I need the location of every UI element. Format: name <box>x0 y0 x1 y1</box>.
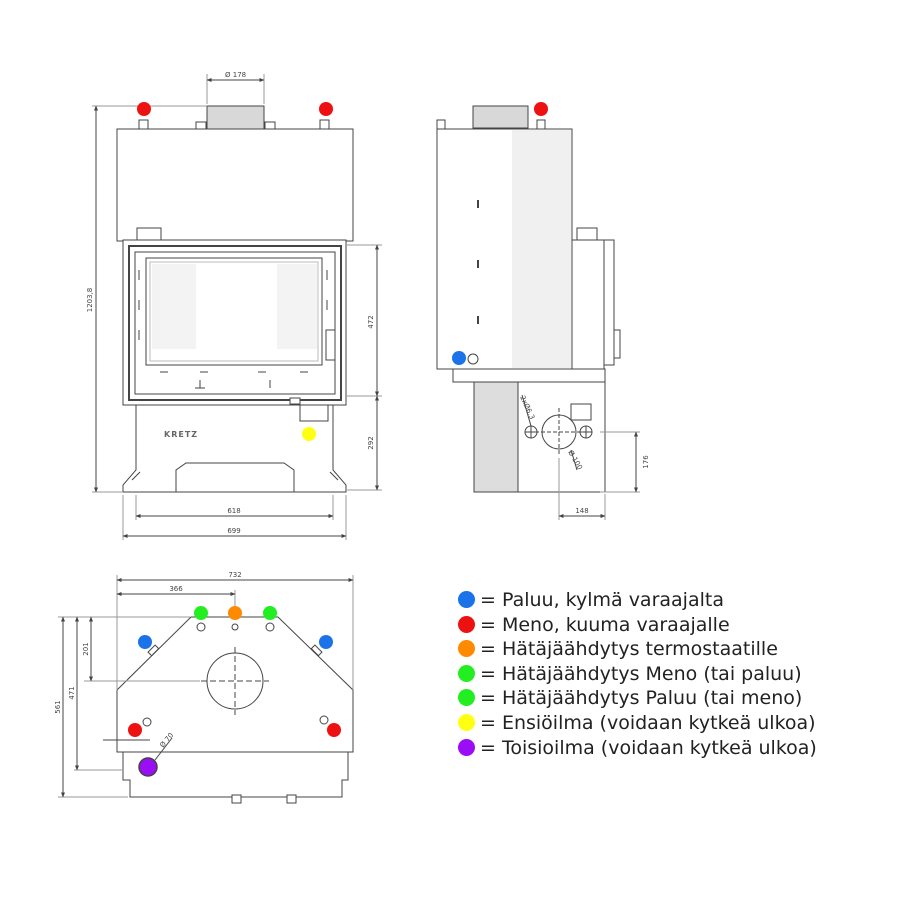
dim-flue-diameter: Ø 178 <box>225 71 246 79</box>
marker-hatajaahdytys-meno-top <box>194 606 208 620</box>
legend-text: = Hätäjäähdytys Meno (tai paluu) <box>480 662 802 685</box>
dim-depth-a: 201 <box>82 642 90 655</box>
dim-inner-width: 618 <box>227 507 240 515</box>
dim-total-width: 732 <box>228 571 241 579</box>
front-view <box>92 74 382 540</box>
marker-ensioilma-front <box>302 427 316 441</box>
heat-exchanger-box <box>116 128 354 242</box>
legend-text: = Ensiöilma (voidaan kytkeä ulkoa) <box>480 711 816 734</box>
marker-meno-front-right <box>319 102 333 116</box>
marker-hatajaahdytys-termostaatti-top <box>228 606 242 620</box>
legend-dot-blue <box>458 591 475 608</box>
dim-total-height: 1203,8 <box>86 288 94 313</box>
door-handle <box>325 329 336 361</box>
legend-dot-orange <box>458 640 475 658</box>
brand-logo: KRETZ <box>164 430 198 439</box>
legend-text: = Paluu, kylmä varaajalta <box>480 589 724 611</box>
legend-text: = Toisioilma (voidaan kytkeä ulkoa) <box>480 736 817 759</box>
marker-meno-front-left <box>137 102 151 116</box>
dim-depth-b: 471 <box>68 686 76 699</box>
legend-dot-red <box>458 615 475 633</box>
side-front-panel <box>571 239 605 381</box>
dim-outer-width: 699 <box>227 527 240 535</box>
dim-base-height: 292 <box>367 436 375 449</box>
dim-half-width: 366 <box>169 585 183 593</box>
pipe-stub-left <box>138 119 149 130</box>
flue-collar <box>206 105 265 131</box>
side-lower-column <box>473 381 519 493</box>
air-box <box>299 404 329 422</box>
legend-dot-green <box>458 689 475 707</box>
dim-duct-offset: 148 <box>575 507 588 515</box>
dim-depth-c: 561 <box>54 700 62 713</box>
side-view <box>436 105 640 520</box>
dim-duct-height: 176 <box>642 455 650 469</box>
top-tab <box>136 227 162 241</box>
legend-text: = Hätäjäähdytys Paluu (tai meno) <box>480 687 803 710</box>
legend-text: = Meno, kuuma varaajalle <box>480 613 730 636</box>
marker-meno-top-right <box>327 723 341 737</box>
marker-meno-top-left <box>128 723 142 737</box>
legend-text: = Hätäjäähdytys termostaatille <box>480 638 778 661</box>
base-stand <box>122 405 347 493</box>
legend-dot-green <box>458 664 475 682</box>
door-glass <box>145 257 323 366</box>
marker-paluu-side <box>452 351 466 365</box>
marker-toisioilma-top <box>138 757 158 777</box>
top-view <box>58 575 354 804</box>
marker-hatajaahdytys-paluu-top <box>263 606 277 620</box>
legend-dot-purple <box>458 738 475 756</box>
dim-door-height: 472 <box>367 315 375 328</box>
legend-dot-yellow <box>458 713 475 731</box>
side-flue-collar <box>472 105 529 129</box>
marker-paluu-top-right <box>319 635 333 649</box>
pipe-stub-right <box>319 119 330 130</box>
marker-meno-side <box>534 102 548 116</box>
marker-paluu-top-left <box>138 635 152 649</box>
